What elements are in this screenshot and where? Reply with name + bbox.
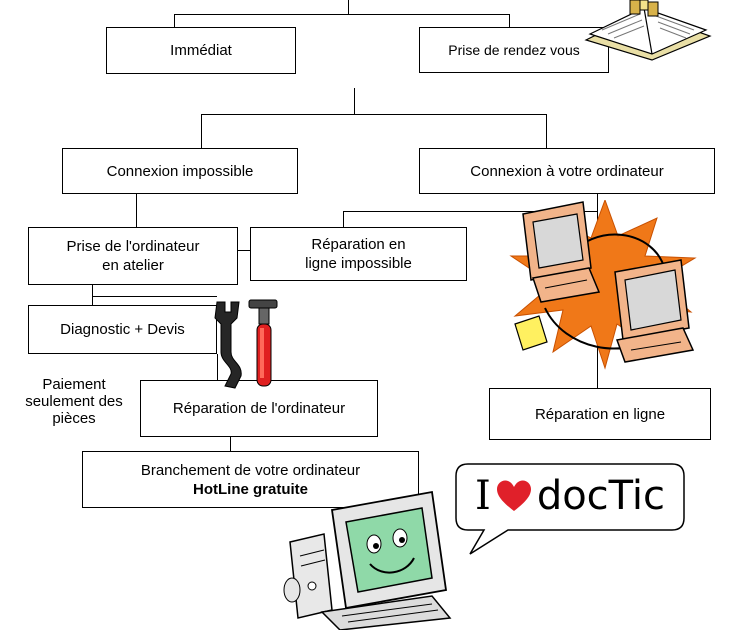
connector [136,193,137,227]
connector [201,114,202,148]
two-computers-clipart [509,200,697,370]
tools-icon [214,299,278,389]
node-label: HotLine gratuite [193,480,308,498]
node-label: ligne impossible [305,255,412,272]
connector [343,211,344,227]
connector [546,114,547,148]
node-label: en atelier [102,257,164,274]
connector [343,211,598,212]
node-branchement: Branchement de votre ordinateur HotLine … [82,451,419,508]
connector [348,0,349,14]
book-icon [584,0,712,61]
note-line: seulement des [25,393,123,410]
node-reparation-ligne: Réparation en ligne [489,388,711,440]
node-prise-rendez-vous: Prise de rendez vous [419,27,609,73]
node-label: Réparation de l'ordinateur [172,400,346,417]
node-connexion-impossible: Connexion impossible [62,148,298,194]
note-line: pièces [52,410,96,427]
doctic-logo: I docTic [460,470,680,522]
node-prise-atelier: Prise de l'ordinateur en atelier [28,227,238,285]
node-label: Réparation en [311,236,406,253]
node-connexion-ordinateur: Connexion à votre ordinateur [419,148,715,194]
connector [174,14,510,15]
connector [509,14,510,28]
connector [201,114,547,115]
node-label: Branchement de votre ordinateur [140,461,361,479]
payment-note: Paiement seulement des pièces [10,376,138,427]
node-immediat: Immédiat [106,27,296,74]
happy-computer-clipart [283,490,452,630]
connector [217,354,218,380]
logo-left-text: I [475,473,491,519]
heart-icon [496,480,531,511]
node-diagnostic: Diagnostic + Devis [28,305,217,354]
node-label: Connexion impossible [106,162,254,180]
connector [92,285,93,305]
connector [238,250,250,251]
connector [174,14,175,28]
node-label: Connexion à votre ordinateur [470,162,664,180]
connector [230,437,231,451]
note-line: Paiement [42,376,106,393]
node-label: Immédiat [170,42,232,59]
connector [354,88,355,114]
node-label: Prise de l'ordinateur [66,238,200,255]
node-label: Diagnostic + Devis [60,321,185,338]
node-label: Prise de rendez vous [448,41,580,58]
node-reparation-ordinateur: Réparation de l'ordinateur [140,380,378,437]
node-reparation-impossible: Réparation en ligne impossible [250,227,467,281]
node-label: Réparation en ligne [534,405,666,423]
logo-right-text: docTic [536,473,665,519]
connector [92,296,217,297]
